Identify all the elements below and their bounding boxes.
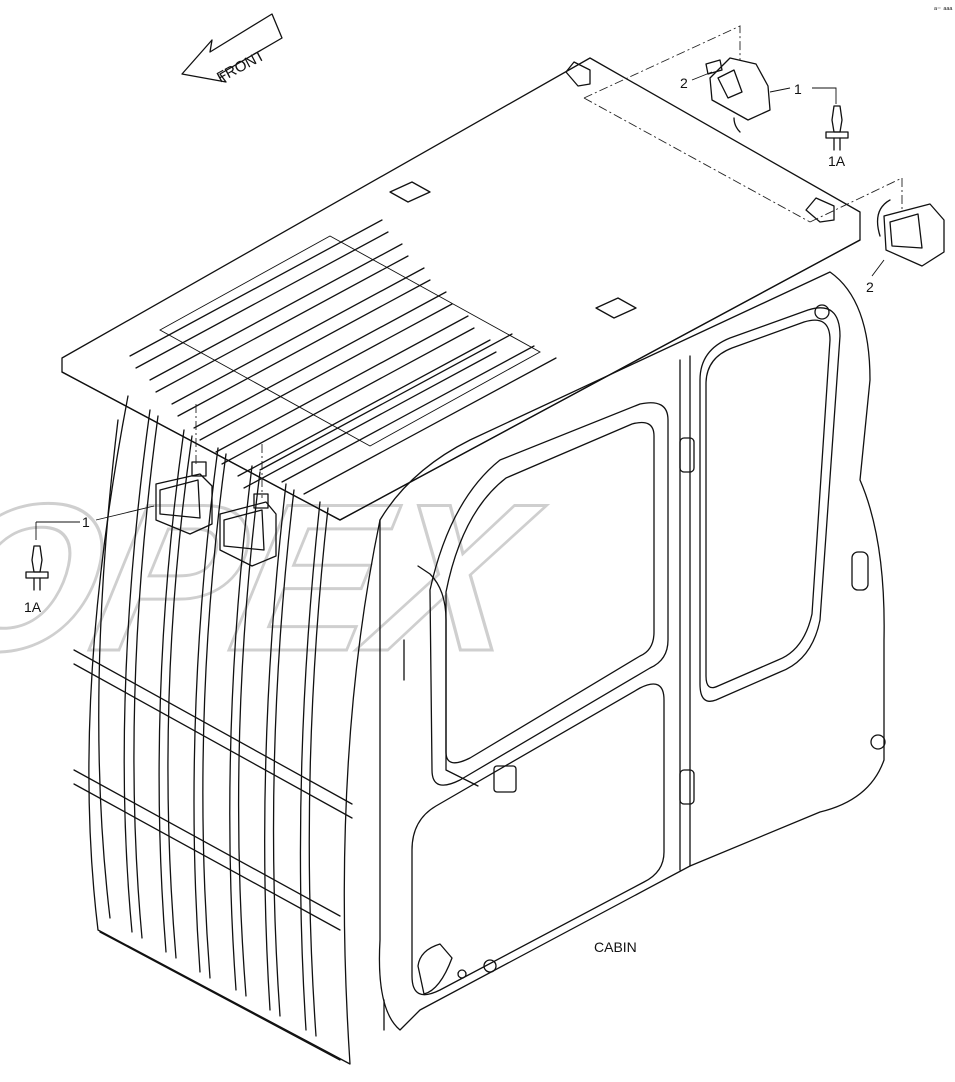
lower-handle — [417, 943, 453, 995]
bulb-icon — [25, 545, 49, 591]
front-guard — [73, 395, 381, 1065]
leader-lines — [195, 25, 903, 498]
front-direction-arrow: FRONT — [181, 13, 283, 86]
rear-lamp-top — [705, 57, 771, 133]
front-arrow-label: FRONT — [214, 47, 268, 86]
roof-guard — [129, 219, 557, 495]
corner-mark: ᵃ⁻ ᵃᵃᵃ — [934, 5, 953, 14]
rear-lamp-right — [876, 199, 945, 267]
callout-labels: 1 1A 2 1 1A 2 CABIN ᵃ⁻ ᵃᵃᵃ — [24, 5, 953, 955]
work-lamp-left — [155, 473, 213, 535]
callout-lines — [35, 71, 885, 540]
callout-1-left: 1 — [82, 514, 90, 530]
callout-1a-right: 1A — [828, 153, 846, 169]
cabin-body — [378, 271, 886, 1031]
side-latch — [851, 551, 869, 591]
bulb-icon — [825, 105, 849, 151]
callout-2-right: 2 — [866, 279, 874, 295]
callout-2-top: 2 — [680, 75, 688, 91]
cabin-label: CABIN — [594, 939, 637, 955]
hinge-upper — [679, 437, 695, 473]
front-work-lamps — [155, 461, 277, 567]
hinge-lower — [679, 769, 695, 805]
callout-1a-left: 1A — [24, 599, 42, 615]
callout-1-right: 1 — [794, 81, 802, 97]
door-handle — [493, 765, 517, 793]
work-lamp-right — [219, 501, 277, 567]
